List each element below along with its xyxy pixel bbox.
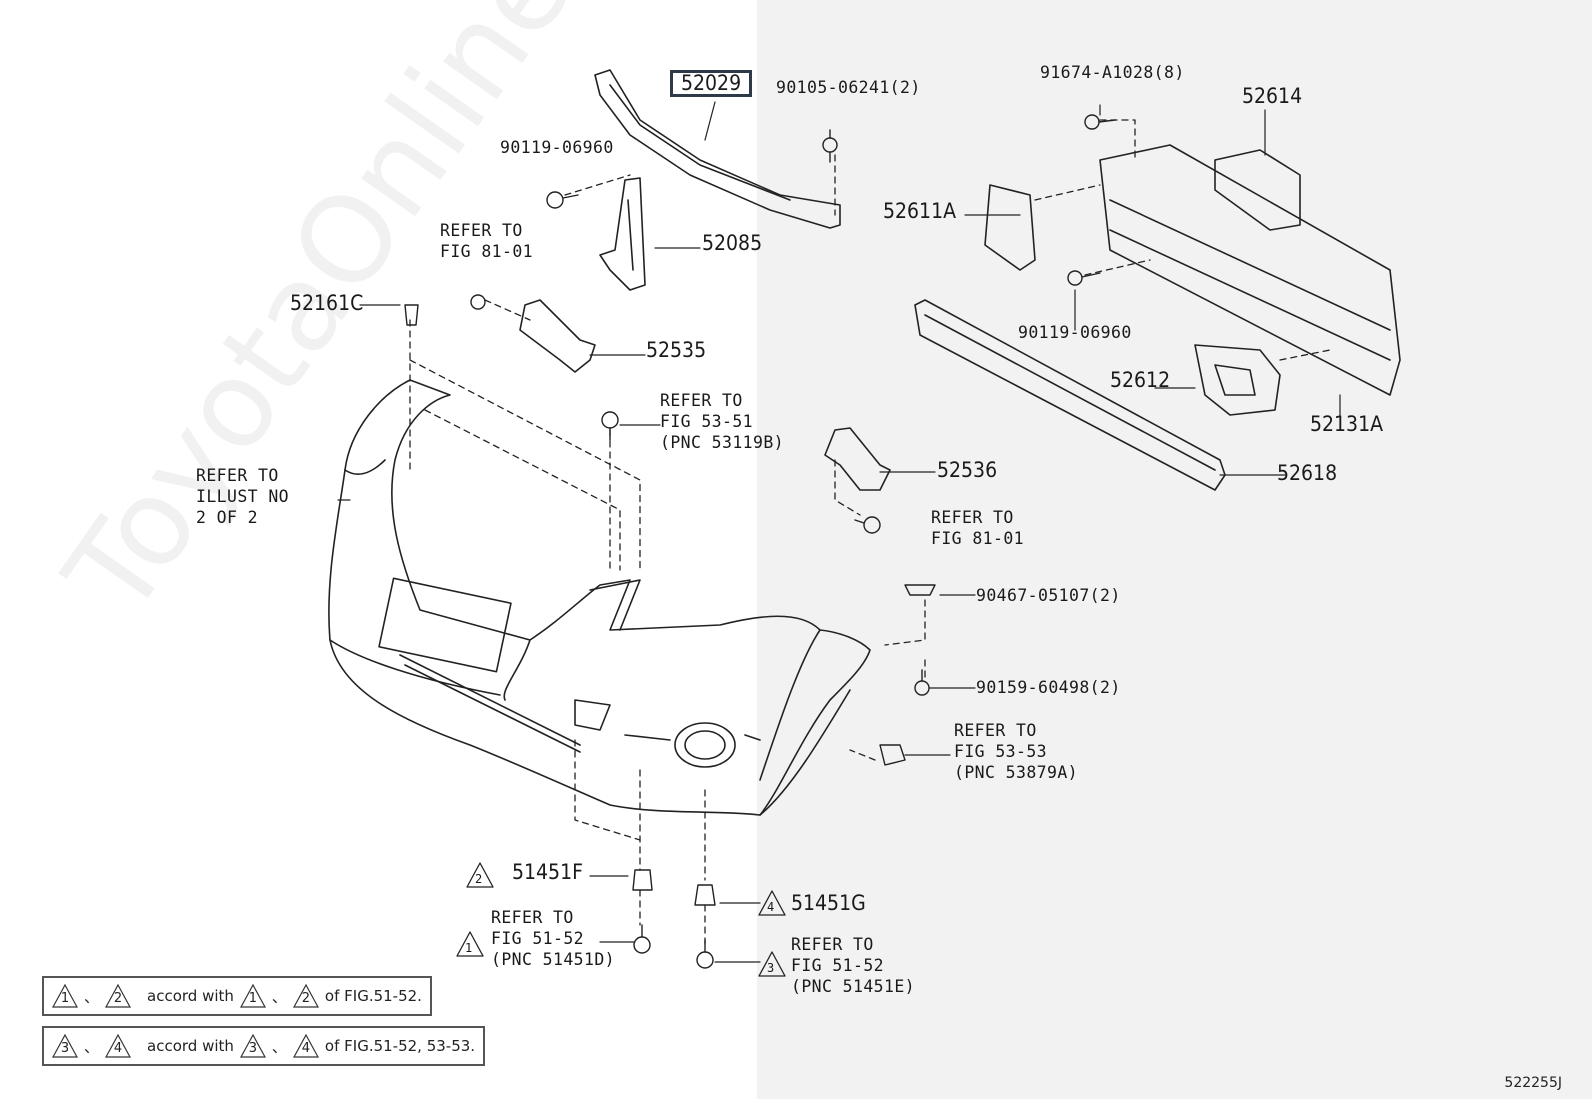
label-refer-fig-51-52-d[interactable]: REFER TO FIG 51-52 (PNC 51451D) bbox=[491, 908, 616, 969]
label-91674-a1028[interactable]: 91674-A1028(8) bbox=[1040, 63, 1185, 82]
part-52614-pad[interactable] bbox=[1214, 149, 1301, 231]
part-52029-reinforcement[interactable] bbox=[594, 69, 841, 229]
note-text: accord with bbox=[147, 1037, 234, 1055]
label-51451f[interactable]: 51451F bbox=[512, 860, 583, 884]
triangle-mark-3: 3 bbox=[767, 961, 775, 975]
triangle-icon: 1 bbox=[239, 984, 266, 1008]
triangle-icon: 2 bbox=[292, 984, 319, 1008]
note-2: 3 、 4 accord with 3 、 4 of FIG.51-52, 53… bbox=[42, 1026, 486, 1066]
part-52612-pad[interactable] bbox=[1194, 344, 1281, 416]
triangle-icon: 4 bbox=[292, 1034, 319, 1058]
label-52618[interactable]: 52618 bbox=[1277, 461, 1338, 485]
triangle-icon: 2 bbox=[105, 984, 132, 1008]
label-90105-06241[interactable]: 90105-06241(2) bbox=[776, 78, 921, 97]
triangle-mark-1: 1 bbox=[465, 941, 473, 955]
label-52535[interactable]: 52535 bbox=[646, 338, 707, 362]
fasteners[interactable] bbox=[404, 114, 1116, 969]
label-refer-fig-51-52-e[interactable]: REFER TO FIG 51-52 (PNC 51451E) bbox=[791, 935, 916, 996]
bumper-cover[interactable] bbox=[328, 379, 871, 816]
label-90119-06960-a[interactable]: 90119-06960 bbox=[500, 138, 614, 157]
separator: 、 bbox=[84, 1037, 100, 1056]
triangle-mark-2: 2 bbox=[475, 872, 483, 886]
part-52535-bracket[interactable] bbox=[519, 299, 596, 373]
separator: 、 bbox=[84, 987, 100, 1006]
label-refer-fig-81-01-b[interactable]: REFER TO FIG 81-01 bbox=[931, 508, 1025, 548]
label-90467-05107[interactable]: 90467-05107(2) bbox=[976, 586, 1121, 605]
note-1: 1 、 2 accord with 1 、 2 of FIG.51-52. bbox=[42, 976, 432, 1016]
label-52161c[interactable]: 52161C bbox=[290, 291, 364, 315]
shaded-panel bbox=[757, 0, 1592, 1099]
label-52029[interactable]: 52029 bbox=[670, 70, 753, 97]
label-refer-fig-81-01-a[interactable]: REFER TO FIG 81-01 bbox=[440, 221, 534, 261]
part-52131A-reinforcement[interactable] bbox=[1099, 144, 1401, 396]
label-52131a[interactable]: 52131A bbox=[1310, 412, 1384, 436]
triangle-icon: 4 bbox=[105, 1034, 132, 1058]
label-refer-illust-2-of-2[interactable]: REFER TO ILLUST NO 2 OF 2 bbox=[196, 466, 290, 527]
note-text: accord with bbox=[147, 987, 234, 1005]
label-52536[interactable]: 52536 bbox=[937, 458, 998, 482]
triangle-icon: 3 bbox=[52, 1034, 78, 1058]
label-51451g[interactable]: 51451G bbox=[791, 891, 866, 915]
separator: 、 bbox=[271, 987, 287, 1006]
part-52085-bracket[interactable] bbox=[599, 177, 646, 291]
note-tail: of FIG.51-52. bbox=[324, 987, 422, 1005]
label-52614[interactable]: 52614 bbox=[1242, 84, 1303, 108]
label-52085[interactable]: 52085 bbox=[702, 231, 763, 255]
label-90119-06960-b[interactable]: 90119-06960 bbox=[1018, 323, 1132, 342]
diagram-code: 522255J bbox=[1504, 1075, 1562, 1091]
label-refer-fig-53-53[interactable]: REFER TO FIG 53-53 (PNC 53879A) bbox=[954, 721, 1079, 782]
separator: 、 bbox=[271, 1037, 287, 1056]
part-52611A-pad[interactable] bbox=[984, 184, 1036, 271]
part-52536-bracket[interactable] bbox=[824, 427, 891, 491]
triangle-icon: 1 bbox=[52, 984, 78, 1008]
label-90159-60498[interactable]: 90159-60498(2) bbox=[976, 678, 1121, 697]
label-refer-fig-53-51[interactable]: REFER TO FIG 53-51 (PNC 53119B) bbox=[660, 391, 785, 452]
triangle-mark-4: 4 bbox=[767, 900, 775, 914]
triangle-icon: 3 bbox=[239, 1034, 266, 1058]
label-52612[interactable]: 52612 bbox=[1110, 368, 1171, 392]
note-tail: of FIG.51-52, 53-53. bbox=[324, 1037, 476, 1055]
label-52611a[interactable]: 52611A bbox=[883, 199, 957, 223]
